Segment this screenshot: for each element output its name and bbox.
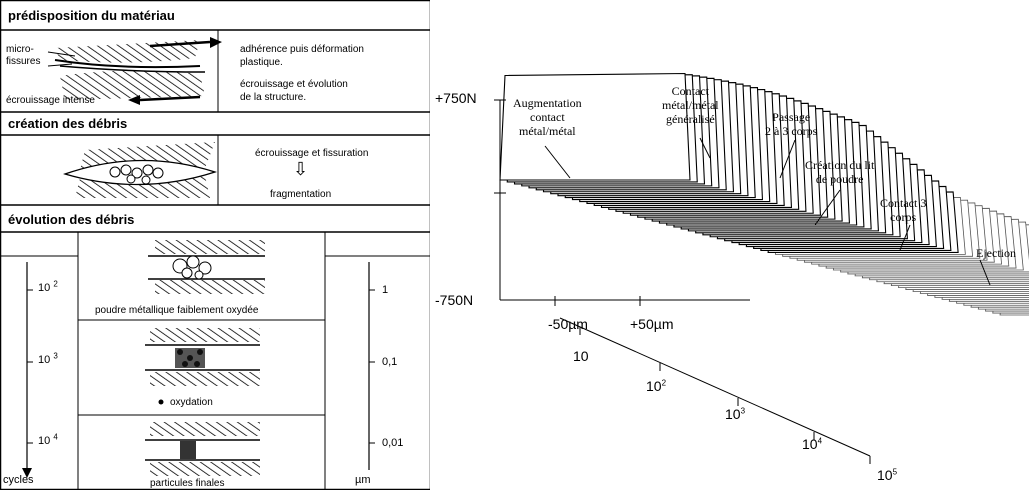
cycle-tick-1: 10 2 xyxy=(38,279,58,294)
force-max-label: +750N xyxy=(435,90,477,106)
fissuration-text: écrouissage et fissuration xyxy=(255,148,369,159)
annotation-ejection: Ejection xyxy=(976,246,1016,260)
schematic-frame xyxy=(0,0,430,490)
size-axis xyxy=(368,262,375,470)
friction-3d-plot: +750N -750N -50µm +50µm 10 102 103 104 1… xyxy=(430,0,1029,490)
adherence-text-1: adhérence puis déformation xyxy=(240,44,364,55)
depth-label-4: 104 xyxy=(802,436,823,452)
displacement-neg-label: -50µm xyxy=(548,316,588,332)
fissures-label: fissures xyxy=(6,56,41,67)
cycles-axis xyxy=(22,262,33,478)
size-tick-2: 0,1 xyxy=(382,356,398,368)
fragmentation-arrow: ⇩ xyxy=(293,159,309,179)
debris-lens-drawing xyxy=(63,142,217,198)
size-unit-label: µm xyxy=(355,474,371,486)
microcrack-drawing xyxy=(47,37,222,105)
pointer-6 xyxy=(979,259,991,286)
depth-label-3: 103 xyxy=(725,406,746,422)
pointer-3 xyxy=(779,139,796,179)
cycle-traces xyxy=(499,72,1029,316)
pointer-2 xyxy=(699,137,711,159)
size-tick-3: 0,01 xyxy=(382,437,404,449)
powder-drawing-2 xyxy=(145,328,260,405)
cycles-depth-axis xyxy=(559,317,871,457)
cycle-tick-3: 10 4 xyxy=(38,432,58,447)
ecrouissage-label: écrouissage intense xyxy=(6,95,95,106)
evolution-text-1: écrouissage et évolution xyxy=(240,79,348,90)
depth-label-2: 102 xyxy=(646,378,667,394)
depth-label-5: 105 xyxy=(877,467,898,483)
cycles-label: cycles xyxy=(3,474,34,486)
size-tick-1: 1 xyxy=(382,284,389,296)
wear-mechanism-schematic: prédisposition du matériau micro- fissur… xyxy=(0,0,430,490)
caption-powder: poudre métallique faiblement oxydée xyxy=(95,305,259,316)
cycle-trace xyxy=(499,72,691,181)
pointer-5 xyxy=(899,224,911,251)
evolution-text-2: de la structure. xyxy=(240,92,307,103)
depth-label-1: 10 xyxy=(573,348,589,364)
section-creation-title: création des débris xyxy=(8,116,128,131)
force-min-label: -750N xyxy=(435,292,474,308)
pointer-4 xyxy=(814,189,841,226)
section-evolution-title: évolution des débris xyxy=(8,212,135,227)
caption-oxidation: oxydation xyxy=(170,397,213,408)
powder-drawing-3 xyxy=(145,422,260,476)
plot-surface xyxy=(494,72,1029,464)
displacement-pos-label: +50µm xyxy=(630,316,674,332)
caption-final-particles: particules finales xyxy=(150,478,225,489)
cycle-tick-2: 10 3 xyxy=(38,351,58,366)
adherence-text-2: plastique. xyxy=(240,57,283,68)
powder-drawing-1 xyxy=(148,240,265,294)
section-predisposition-title: prédisposition du matériau xyxy=(8,8,175,23)
micro-label: micro- xyxy=(6,44,34,55)
pointer-1 xyxy=(544,145,571,179)
fragmentation-text: fragmentation xyxy=(270,189,332,200)
